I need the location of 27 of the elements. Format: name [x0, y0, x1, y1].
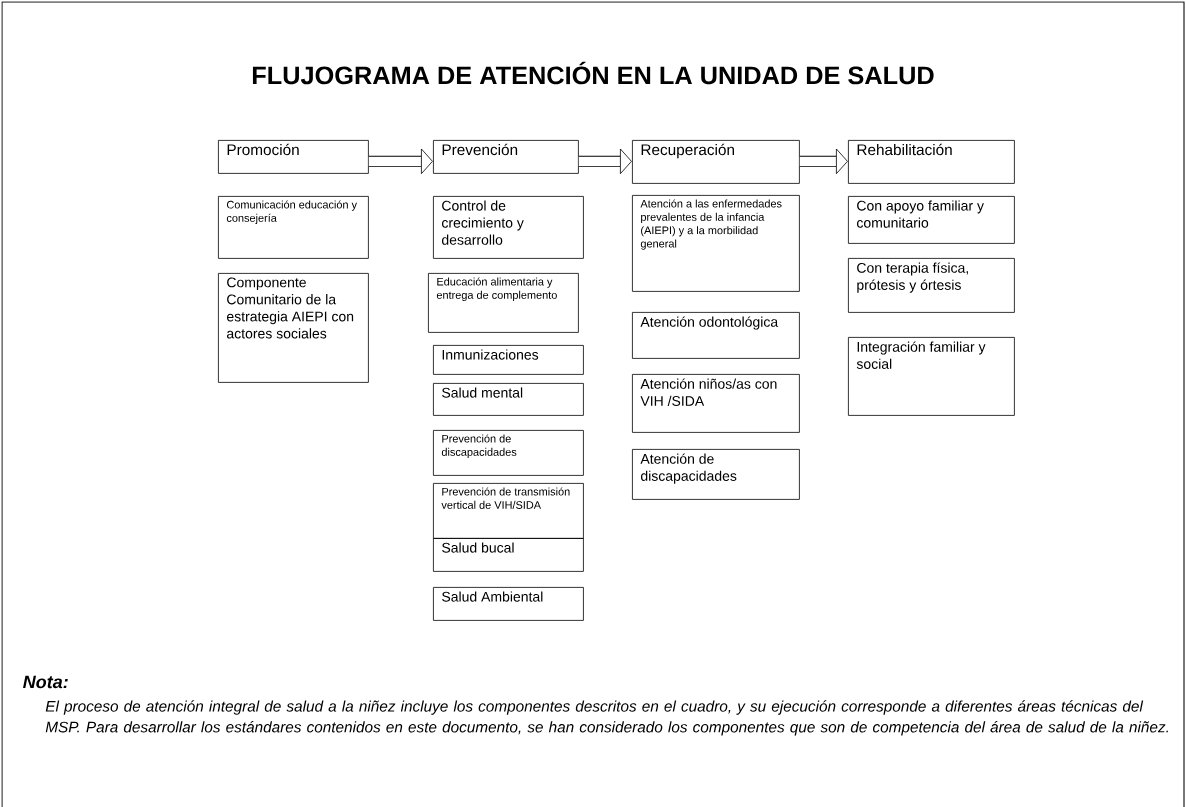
process-box: Salud bucal: [433, 538, 584, 572]
process-box: Salud mental: [433, 383, 584, 416]
process-box: Con apoyo familiar y comunitario: [848, 196, 1015, 244]
process-box: Prevención de transmisión vertical de VIH/SIDA: [433, 483, 584, 539]
header-box: Rehabilitación: [848, 140, 1015, 184]
header-box: Promoción: [218, 140, 369, 174]
process-box: Educación alimentaria y entrega de complemento: [428, 273, 579, 333]
process-box: Inmunizaciones: [433, 345, 584, 375]
process-box: Atención niños/as con VIH /SIDA: [632, 374, 800, 433]
process-box: Con terapia física, prótesis y órtesis: [848, 258, 1015, 313]
block-arrow: [578, 148, 632, 175]
header-box: Recuperación: [632, 140, 800, 184]
process-box: Atención de discapacidades: [632, 449, 800, 500]
process-box: Atención odontológica: [632, 312, 800, 359]
process-box: Prevención de discapacidades: [433, 430, 584, 476]
process-box: Componente Comunitario de la estrategia AIEPI con actores sociales: [218, 273, 369, 383]
process-box: Salud Ambiental: [433, 587, 584, 621]
block-arrow: [799, 148, 848, 175]
process-box: Comunicación educación y consejería: [218, 196, 369, 259]
process-box: Atención a las enfermedades prevalentes de la infancia (AIEPI) y a la morbilidad general: [632, 195, 800, 292]
block-arrow: [368, 148, 433, 175]
process-box: Integración familiar y social: [848, 337, 1015, 416]
header-box: Prevención: [433, 140, 579, 174]
note-text: El proceso de atención integral de salud a la niñez incluye los componentes descritos en el cuadro, y su ejecución corresponde a diferentes áreas técnicas del MSP. Para desarrollar los estándares contenidos en este documento, se han considerado los componentes que son de competencia del área de salud de la niñez.: [45, 700, 1168, 736]
title: FLUJOGRAMA DE ATENCIÓN EN LA UNIDAD DE SALUD: [252, 61, 934, 85]
note-heading: Nota:: [23, 675, 68, 689]
process-box: Control de crecimiento y desarrollo: [433, 196, 584, 259]
